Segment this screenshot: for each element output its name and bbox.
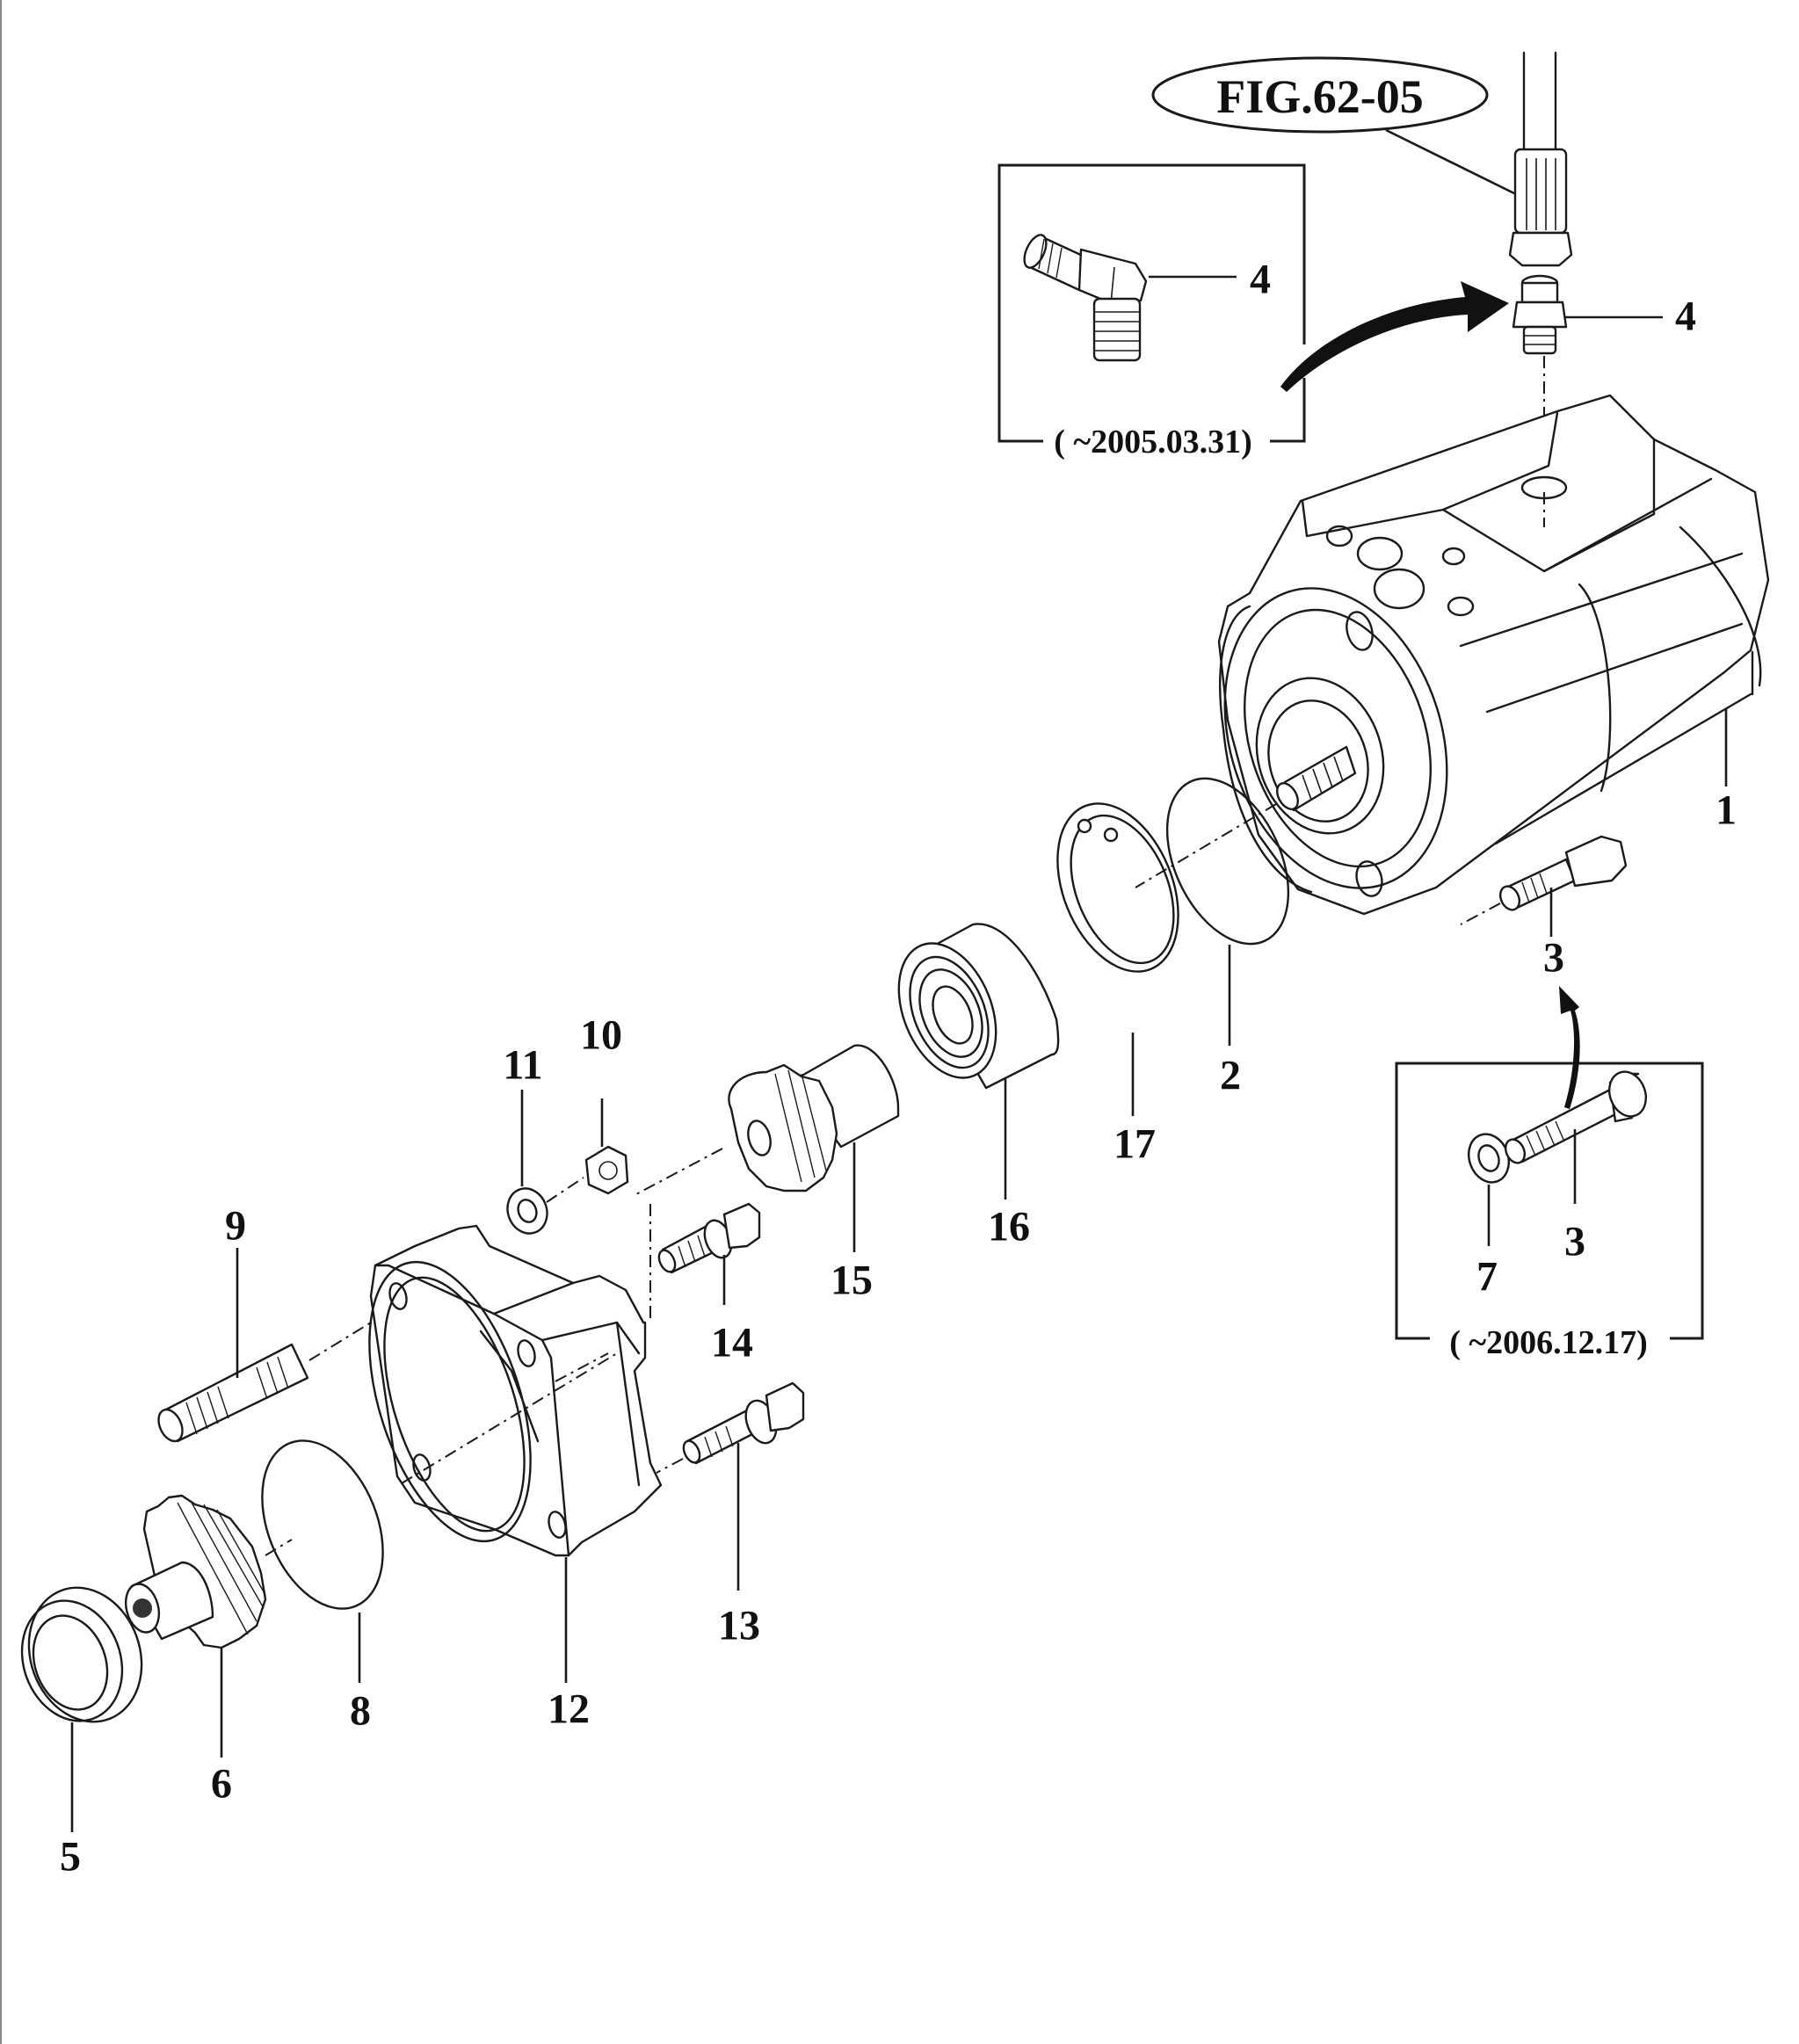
curved-arrow-icon <box>1280 281 1509 392</box>
figure-reference-callout[interactable]: FIG.62-05 <box>1151 56 1519 197</box>
bearing-part-16 <box>897 923 1060 1200</box>
snap-ring-part-17 <box>1056 802 1179 1116</box>
callout-13[interactable]: 13 <box>718 1603 760 1649</box>
figure-reference-label[interactable]: FIG.62-05 <box>1216 70 1424 123</box>
callout-3-inset[interactable]: 3 <box>1564 1219 1585 1265</box>
callout-10[interactable]: 10 <box>580 1012 622 1059</box>
inset-elbow-fitting <box>1023 234 1237 362</box>
callout-1[interactable]: 1 <box>1716 787 1737 834</box>
nut-part-10 <box>584 1098 629 1195</box>
curved-arrow-up-icon <box>1559 986 1580 1109</box>
callout-6[interactable]: 6 <box>211 1761 232 1808</box>
seal-part-5 <box>20 1586 143 1832</box>
callout-4-inset[interactable]: 4 <box>1250 257 1271 303</box>
gear-shaft-part-15 <box>634 1044 900 1252</box>
bolt-part-13 <box>656 1381 805 1591</box>
o-ring-part-8 <box>261 1439 384 1683</box>
callout-7-inset[interactable]: 7 <box>1476 1254 1498 1301</box>
callout-11[interactable]: 11 <box>503 1042 542 1089</box>
stud-part-9 <box>157 1248 372 1443</box>
callout-16[interactable]: 16 <box>988 1204 1030 1250</box>
housing-part-12 <box>368 1224 663 1683</box>
inset-date-2006: ( ~2006.12.17) <box>1449 1324 1648 1361</box>
callout-17[interactable]: 17 <box>1113 1121 1156 1168</box>
inset-bolt-and-washer <box>1468 1070 1647 1246</box>
callout-15[interactable]: 15 <box>831 1258 873 1304</box>
callout-12[interactable]: 12 <box>548 1686 590 1733</box>
inset-date-2005: ( ~2005.03.31) <box>1054 424 1252 460</box>
gear-part-6 <box>124 1494 293 1758</box>
inset-box-2005 <box>997 163 1306 443</box>
o-ring-part-2 <box>1165 777 1290 1046</box>
bolt-part-3-main <box>1460 835 1628 937</box>
bolt-part-14 <box>657 1202 761 1305</box>
callout-2[interactable]: 2 <box>1220 1053 1241 1099</box>
fitting-part-4 <box>1512 274 1663 492</box>
inset-box-2006 <box>1395 1062 1704 1340</box>
callout-9[interactable]: 9 <box>225 1203 246 1250</box>
hydraulic-pump-part-1 <box>1217 394 1770 916</box>
pipe-line <box>1508 51 1573 267</box>
callout-14[interactable]: 14 <box>711 1320 753 1366</box>
callout-5[interactable]: 5 <box>60 1834 81 1881</box>
washer-part-11 <box>506 1090 584 1235</box>
callout-8[interactable]: 8 <box>350 1688 371 1735</box>
callout-4-main[interactable]: 4 <box>1675 294 1696 340</box>
callout-3-main[interactable]: 3 <box>1543 935 1564 982</box>
